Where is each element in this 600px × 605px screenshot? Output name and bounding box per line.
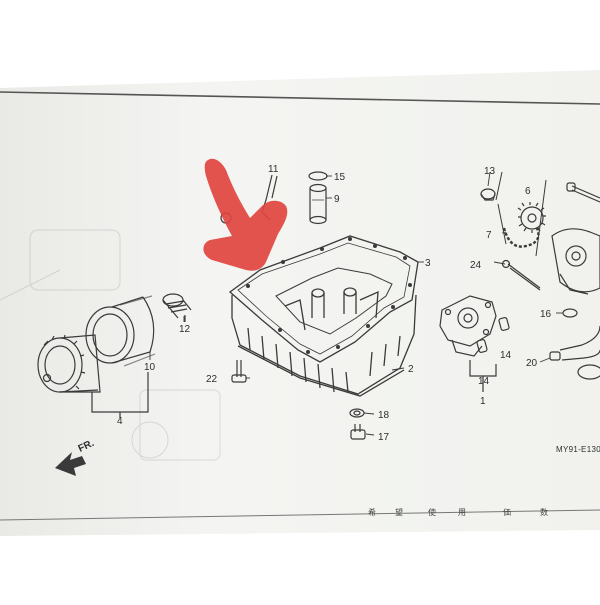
figure-code: MY91-E130 xyxy=(556,445,600,454)
footer-label-4: 用 xyxy=(458,508,466,517)
callout-7: 7 xyxy=(486,230,492,241)
callout-20: 20 xyxy=(526,358,538,369)
footer-label-3: 使 xyxy=(428,507,436,517)
callout-1: 1 xyxy=(480,396,486,407)
callout-3: 3 xyxy=(425,258,431,269)
footer-label-6: 数 xyxy=(540,507,548,517)
footer-label-5: 価 xyxy=(503,507,511,517)
callout-13: 13 xyxy=(484,166,496,177)
callout-12: 12 xyxy=(179,324,191,335)
callout-16: 16 xyxy=(540,309,552,320)
callout-10: 10 xyxy=(144,362,156,373)
callout-9: 9 xyxy=(334,194,340,205)
callout-24: 24 xyxy=(470,260,482,271)
callout-6: 6 xyxy=(525,186,531,197)
callout-22: 22 xyxy=(206,374,218,385)
callout-11: 11 xyxy=(268,164,279,175)
callout-15: 15 xyxy=(334,172,346,183)
callout-17: 17 xyxy=(378,432,390,443)
callout-4: 4 xyxy=(117,416,123,427)
callout-18: 18 xyxy=(378,410,390,421)
callout-2: 2 xyxy=(408,364,414,375)
footer-label-1: 希 xyxy=(368,507,376,517)
footer-label-2: 望 xyxy=(395,507,403,517)
callout-14a: 14 xyxy=(500,350,512,361)
callout-14b: 14 xyxy=(478,376,490,387)
